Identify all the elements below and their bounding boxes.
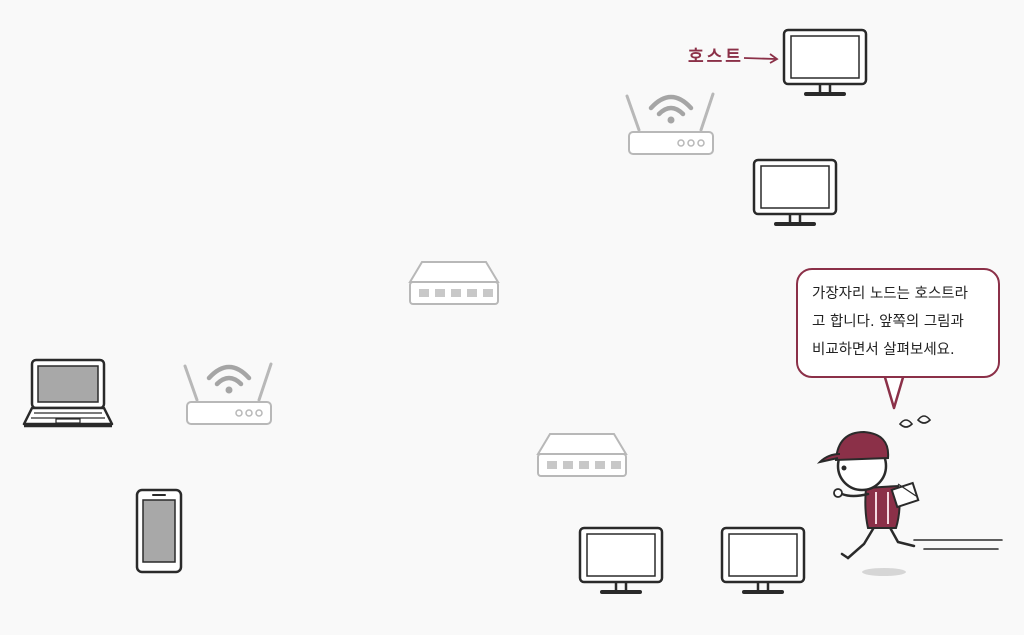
speech-line-3: 비교하면서 살펴보세요.	[812, 342, 955, 358]
host-monitor-bottom-left	[578, 526, 664, 594]
switch-center-faded	[408, 261, 500, 305]
host-label: 호스트	[688, 47, 744, 67]
router-left-faded	[183, 362, 273, 425]
speech-line-2: 고 합니다. 앞쪽의 그림과	[812, 314, 964, 330]
delivery-person-icon	[816, 415, 1003, 576]
host-laptop	[22, 358, 114, 428]
speech-line-1: 가장자리 노드는 호스트라	[812, 286, 968, 302]
host-monitor-bottom-right	[720, 526, 806, 594]
host-monitor-middle	[752, 158, 838, 226]
speech-bubble-tail	[882, 370, 908, 410]
speech-bubble: 가장자리 노드는 호스트라 고 합니다. 앞쪽의 그림과 비교하면서 살펴보세요…	[796, 268, 1000, 378]
host-smartphone	[135, 488, 183, 574]
host-monitor-top	[782, 28, 868, 96]
switch-bottom-faded	[536, 433, 628, 477]
router-top-faded	[625, 92, 715, 155]
host-label-arrow-icon	[743, 53, 779, 64]
